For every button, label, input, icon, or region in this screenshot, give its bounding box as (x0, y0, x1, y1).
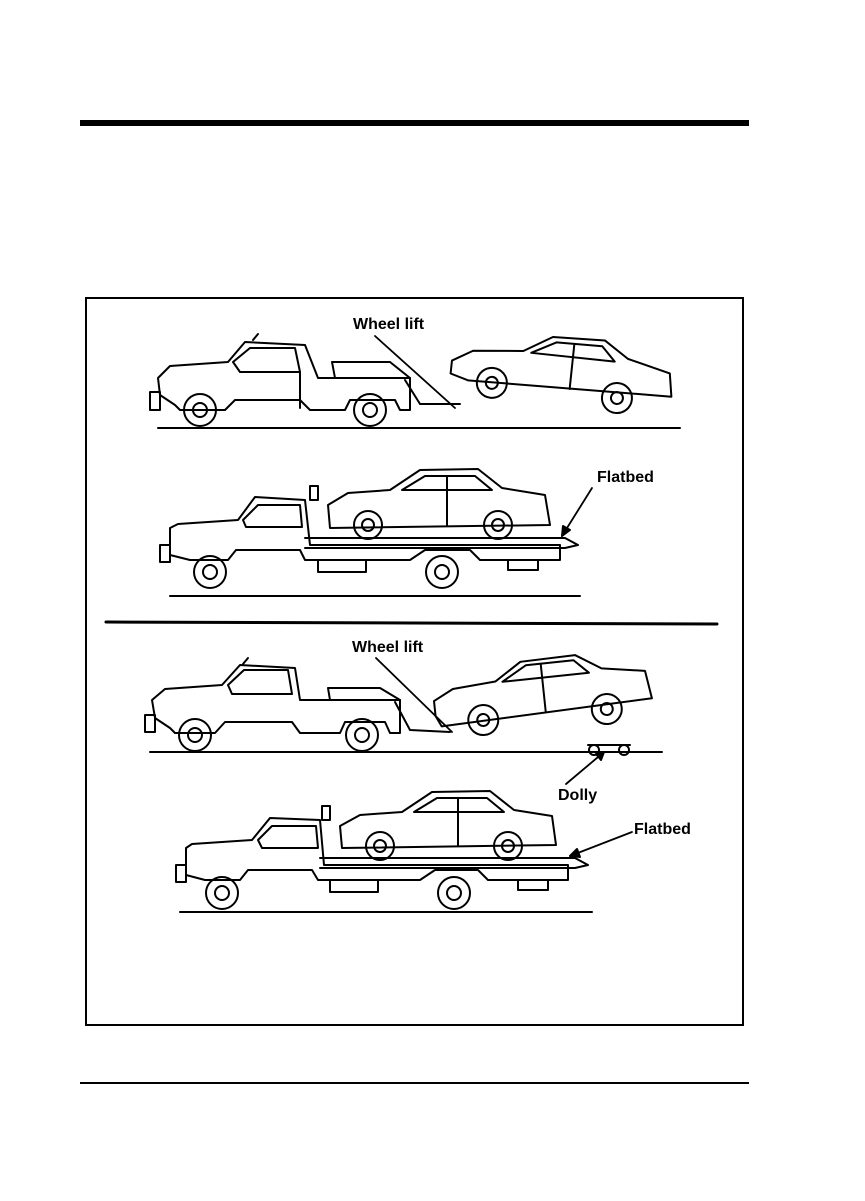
scene-wheel-lift-2 (145, 648, 662, 784)
section-divider (106, 622, 717, 624)
car-body (431, 648, 653, 727)
car-body (450, 325, 676, 402)
boom-arm (332, 362, 410, 378)
wheel-lift-pointer-2 (376, 658, 452, 732)
car-2 (328, 469, 550, 539)
footer-rule (80, 1082, 749, 1084)
label-flatbed-2: Flatbed (634, 821, 691, 839)
flatbed-deck (320, 858, 588, 868)
car-1 (448, 325, 676, 419)
truck-body (152, 665, 400, 733)
dolly (588, 745, 630, 755)
car-4 (340, 791, 556, 860)
label-dolly: Dolly (558, 787, 597, 805)
label-wheel-lift-2: Wheel lift (352, 639, 423, 657)
car-body (340, 791, 556, 848)
flatbed-deck (305, 538, 578, 548)
car-body (328, 469, 550, 528)
label-wheel-lift-1: Wheel lift (353, 316, 424, 334)
tow-truck-1 (150, 334, 460, 426)
flatbed-truck-2 (176, 806, 588, 909)
label-flatbed-1: Flatbed (597, 469, 654, 487)
flatbed-truck-1 (160, 486, 578, 588)
scene-flatbed-2 (176, 791, 632, 912)
cab-window (233, 348, 300, 372)
bumper (150, 392, 160, 410)
antenna (253, 334, 258, 340)
scene-flatbed-1 (160, 469, 592, 596)
truck-body (186, 818, 568, 880)
truck-body (158, 342, 410, 410)
scene-wheel-lift-1 (150, 325, 680, 428)
lift-arm (405, 380, 460, 404)
car-3 (431, 648, 654, 742)
tow-truck-2 (145, 658, 450, 751)
